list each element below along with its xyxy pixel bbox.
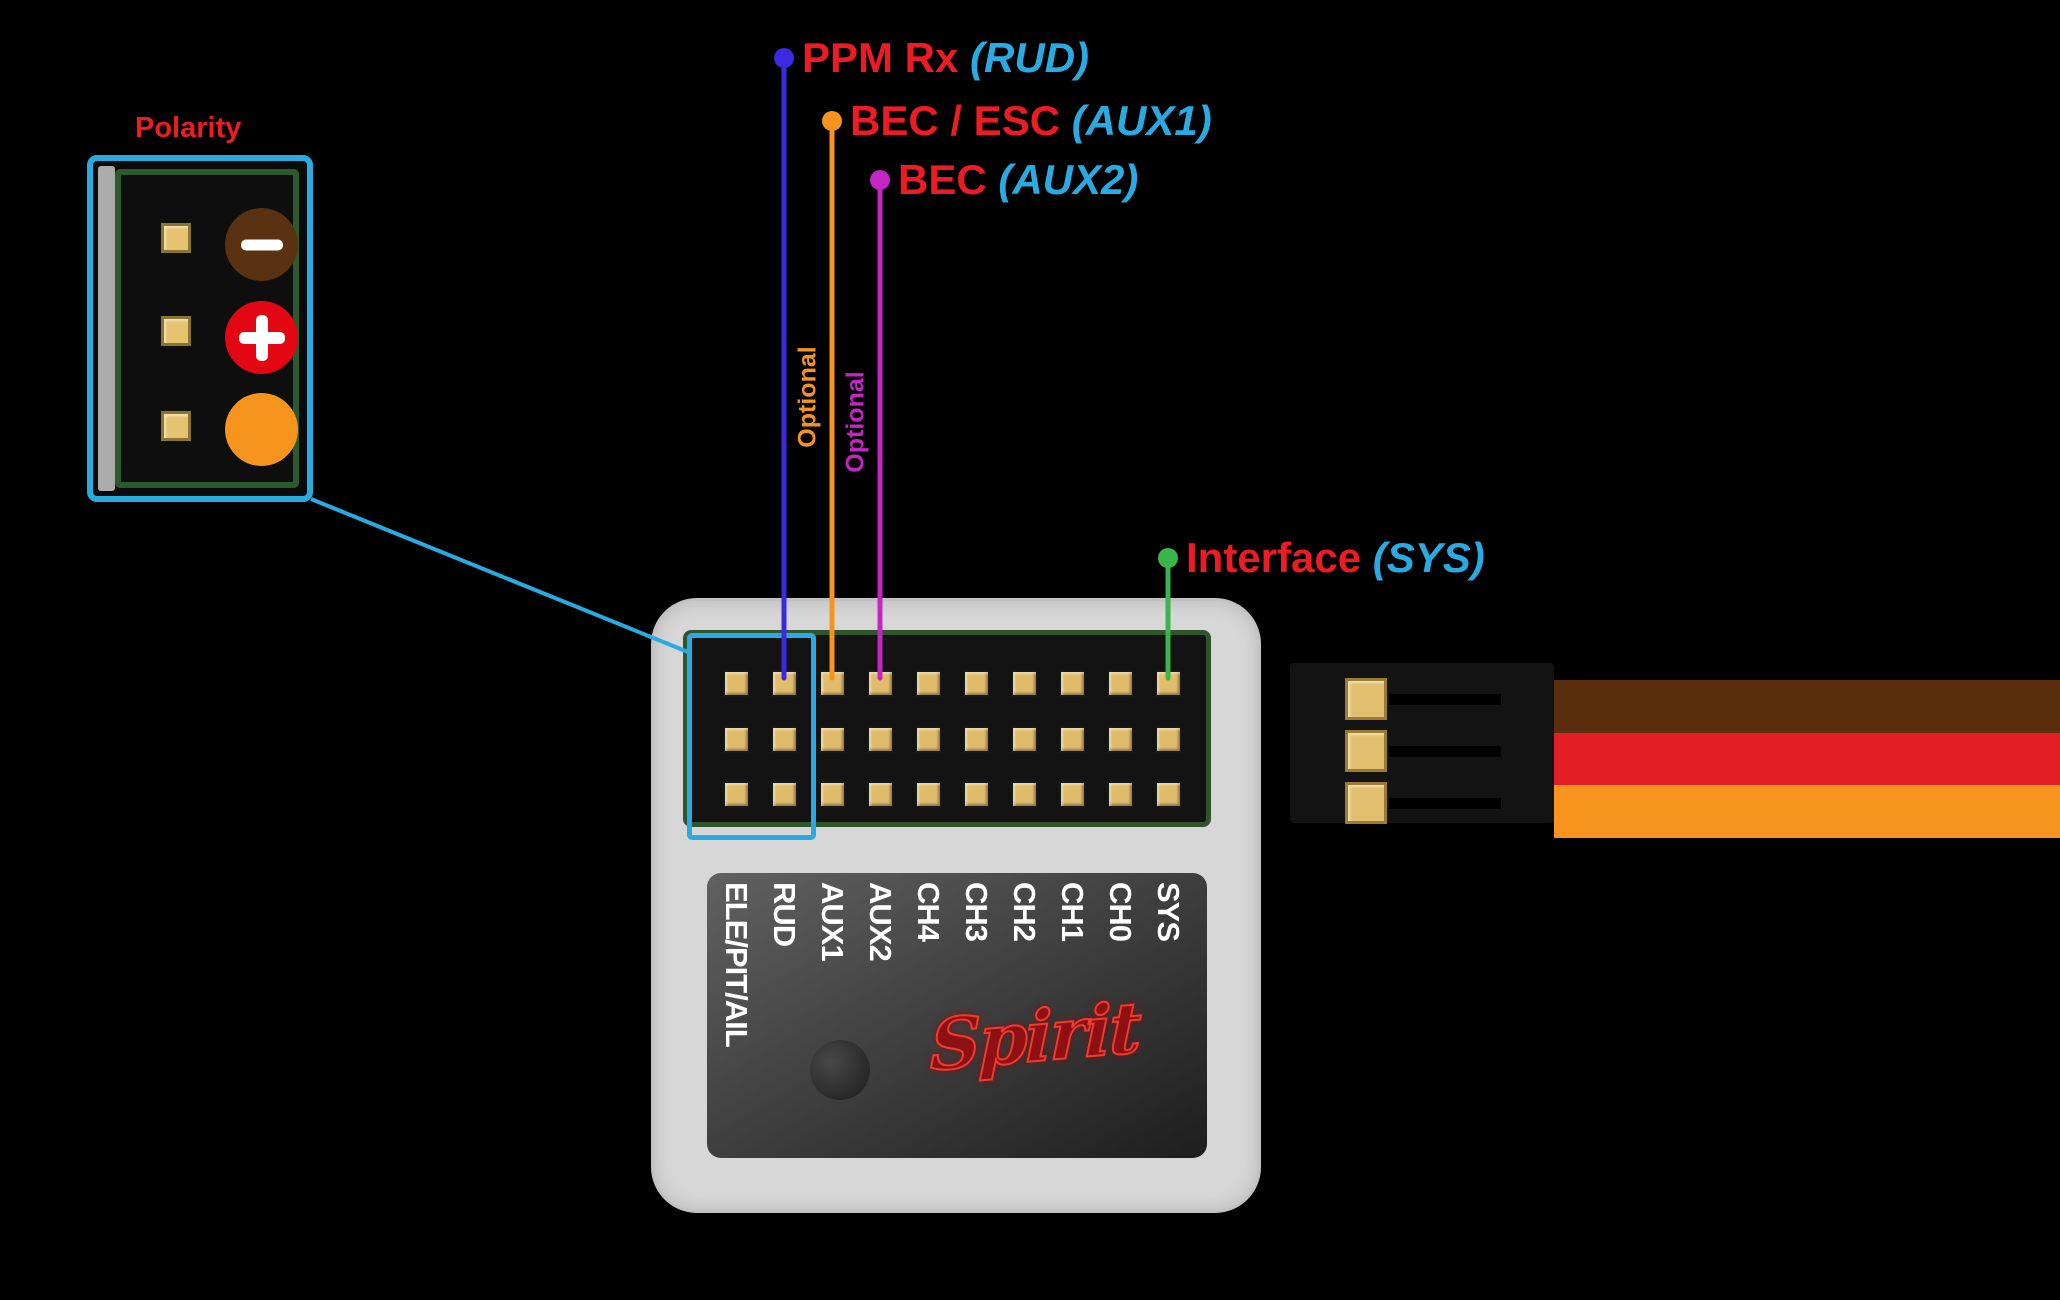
interface-dot	[1158, 548, 1178, 568]
connection-label-bec: BEC (AUX2)	[898, 156, 1138, 204]
ppm-rx-dot	[774, 48, 794, 68]
polarity-callout-line	[310, 497, 689, 654]
polarity-positive-circle	[225, 301, 298, 374]
connection-name: BEC	[898, 156, 987, 203]
connection-name: PPM Rx	[802, 34, 959, 81]
connection-label-bec-esc: BEC / ESC (AUX1)	[850, 97, 1212, 145]
polarity-pin-3	[161, 411, 191, 441]
connection-channel: (AUX2)	[998, 156, 1139, 203]
connection-channel: (RUD)	[970, 34, 1090, 81]
connection-name: Interface	[1186, 534, 1362, 581]
minus-icon	[240, 239, 283, 250]
servo-wire-3	[1554, 785, 2060, 839]
polarity-label: Polarity	[135, 112, 242, 144]
highlight-rect	[687, 633, 816, 840]
polarity-pin-1	[161, 223, 191, 253]
servo-plug-slot-3	[1389, 798, 1501, 809]
optional-note-aux2: Optional	[841, 371, 870, 473]
polarity-negative-circle	[225, 208, 298, 281]
servo-wire-2	[1554, 732, 2060, 786]
connection-channel: (SYS)	[1372, 534, 1485, 581]
servo-plug-slot-1	[1389, 694, 1501, 705]
servo-plug-pad-2	[1345, 730, 1387, 772]
optional-note-aux1: Optional	[793, 346, 822, 448]
servo-wire-1	[1554, 680, 2060, 733]
unit-edge-strip	[98, 166, 115, 491]
servo-plug	[1290, 663, 1554, 824]
channel-label-panel	[707, 873, 1207, 1158]
connection-channel: (AUX1)	[1071, 97, 1212, 144]
servo-plug-pad-3	[1345, 782, 1387, 824]
polarity-signal-circle	[225, 393, 298, 466]
servo-cable	[1554, 680, 2060, 839]
bec-dot	[870, 170, 890, 190]
polarity-pin-2	[161, 316, 191, 346]
plus-icon	[255, 314, 268, 361]
polarity-inset	[87, 155, 313, 502]
servo-plug-pad-1	[1345, 678, 1387, 720]
connection-label-interface: Interface (SYS)	[1186, 534, 1485, 582]
bec-esc-dot	[822, 111, 842, 131]
connection-label-ppm-rx: PPM Rx (RUD)	[802, 34, 1089, 82]
connection-name: BEC / ESC	[850, 97, 1061, 144]
unit-button	[810, 1040, 870, 1100]
servo-plug-slot-2	[1389, 746, 1501, 757]
